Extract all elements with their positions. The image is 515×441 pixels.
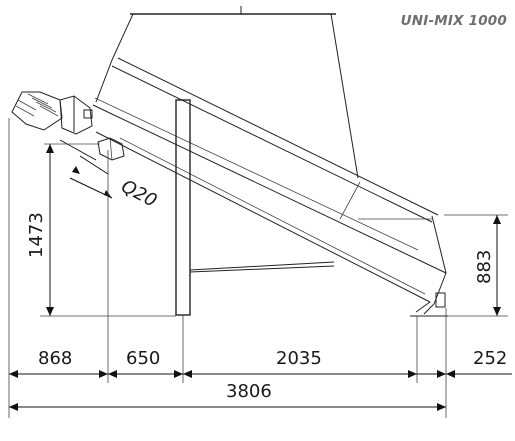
inlet-q20: [59, 137, 125, 199]
dim-252: 252: [473, 348, 507, 369]
dimension-1473: [46, 144, 54, 316]
dim-868: 868: [38, 348, 72, 369]
dim-3806: 3806: [226, 381, 272, 402]
label-q20: Q20: [118, 176, 161, 212]
dimension-883: [493, 215, 501, 316]
dim-2035: 2035: [276, 348, 322, 369]
dim-883: 883: [474, 250, 495, 284]
model-title: UNI-MIX 1000: [400, 13, 507, 29]
machine-body: [92, 6, 448, 317]
dimension-overall: [9, 403, 446, 411]
dim-1473: 1473: [26, 212, 47, 258]
extension-lines: [8, 118, 508, 418]
motor-assembly: [11, 91, 93, 135]
dim-650: 650: [126, 348, 160, 369]
dimension-row-top: [9, 370, 512, 378]
support-post: [175, 99, 191, 316]
